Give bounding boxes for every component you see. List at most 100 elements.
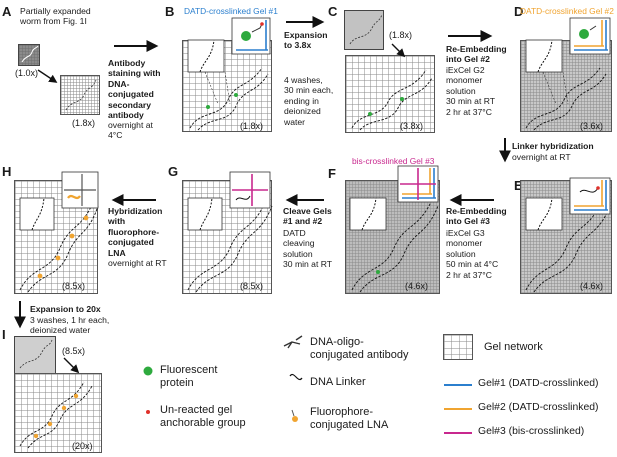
panel-a-caption: Partially expanded worm from Fig. 1I bbox=[20, 6, 91, 27]
step-ef-line5: solution bbox=[446, 248, 476, 259]
panel-b-worm bbox=[189, 67, 269, 131]
step-cd-line4: monomer bbox=[446, 75, 483, 86]
step-bc-line2: to 3.8x bbox=[284, 40, 312, 51]
panel-e-inset-worm bbox=[537, 197, 553, 231]
panel-d-zoom-lines bbox=[542, 71, 569, 105]
panel-h-inset-left bbox=[19, 197, 55, 231]
legend-fluorescent-protein-dot bbox=[143, 366, 153, 376]
step-gh-line4: conjugated bbox=[108, 237, 154, 248]
panel-d-inset-gel2 bbox=[574, 20, 604, 47]
panel-h-lna-marks bbox=[37, 215, 89, 279]
step-fg-line3: DATD bbox=[283, 228, 306, 238]
panel-g-inset-worm bbox=[199, 197, 213, 231]
panel-e-inset-gel1 bbox=[574, 180, 608, 211]
panel-a-caption-line2: worm from Fig. 1I bbox=[20, 16, 87, 27]
panel-g-worm bbox=[187, 199, 273, 293]
legend-dna-oligo-label: DNA-oligo- conjugated antibody bbox=[310, 336, 408, 362]
panel-a-mag-18x: (1.8x) bbox=[72, 118, 96, 128]
legend-gel-network-label: Gel network bbox=[484, 341, 543, 353]
step-bc-line6: deionized bbox=[284, 106, 321, 117]
panel-a-mag-1x: (1.0x) bbox=[15, 68, 39, 78]
step-fg-line6: 30 min at RT bbox=[283, 259, 333, 270]
panel-c-worm bbox=[351, 69, 433, 131]
step-ab-line1: Antibody bbox=[108, 58, 146, 68]
step-ef-line3: iExCel G3 bbox=[446, 228, 485, 238]
panel-letter-d: D bbox=[514, 4, 524, 19]
panel-i-lna-marks bbox=[33, 393, 79, 439]
panel-b-mag: (1.8x) bbox=[240, 121, 264, 131]
legend-dna-oligo-line2: conjugated antibody bbox=[310, 349, 409, 361]
step-gh-line3: fluorophore- bbox=[108, 226, 160, 237]
panel-d-inset-protein bbox=[579, 29, 589, 39]
panel-b-zoom-lines bbox=[204, 71, 231, 105]
step-bc-line1: Expansion bbox=[284, 30, 328, 40]
panel-e-inset-linker bbox=[579, 187, 599, 193]
panel-c-gel-network bbox=[345, 55, 435, 133]
panel-b-inset-protein bbox=[241, 31, 251, 41]
step-de-conditions: overnight at RT bbox=[512, 152, 571, 162]
step-fg-line4: cleaving bbox=[283, 238, 315, 249]
panel-a-worm bbox=[65, 79, 97, 111]
panel-e-mag: (4.6x) bbox=[580, 281, 604, 291]
legend-gel1-label: Gel#1 (DATD-crosslinked) bbox=[478, 378, 599, 389]
panel-h-mag: (8.5x) bbox=[62, 281, 86, 291]
panel-letter-i: I bbox=[2, 327, 6, 342]
step-cd-line5: solution bbox=[446, 85, 476, 96]
panel-i-worm bbox=[19, 381, 93, 449]
panel-b-dot bbox=[206, 105, 210, 109]
legend-gel3-label: Gel#3 (bis-crosslinked) bbox=[478, 426, 585, 437]
step-gh-line2: with bbox=[108, 216, 126, 227]
panel-h-inset-gel3 bbox=[64, 174, 96, 206]
panel-f-inset-gel1 bbox=[402, 168, 436, 199]
panel-i-gel-network bbox=[14, 373, 102, 453]
step-ab-conditions: overnight at 4°C bbox=[108, 120, 153, 141]
panel-d-inset-gel1 bbox=[574, 20, 608, 51]
panel-d-header: DATD-crosslinked Gel #2 bbox=[520, 6, 614, 16]
step-fg-conditions: DATD cleaving solution 30 min at RT bbox=[283, 228, 332, 270]
legend-lna-label: Fluorophore- conjugated LNA bbox=[310, 406, 388, 432]
panel-b-header: DATD-crosslinked Gel #1 bbox=[184, 6, 278, 16]
step-cd-line2: into Gel #2 bbox=[446, 54, 490, 65]
panel-b-inset-gel1 bbox=[236, 20, 268, 51]
step-ef-conditions: iExCel G3 monomer solution 50 min at 4°C… bbox=[446, 228, 498, 280]
panel-f-inset-gel2 bbox=[402, 168, 432, 195]
panel-e-inset-gel2 bbox=[574, 180, 604, 207]
step-ab-line6: antibody bbox=[108, 110, 144, 121]
legend-antibody-icon bbox=[283, 335, 303, 349]
step-fg-line2: #1 and #2 bbox=[283, 216, 323, 227]
step-ef-title: Re-Embedding into Gel #3 bbox=[446, 206, 507, 227]
panel-a-thumb-worm bbox=[21, 45, 39, 63]
panel-g-inset-left bbox=[187, 197, 223, 231]
step-gh-line5: LNA bbox=[108, 247, 126, 258]
panel-f-inset-left bbox=[349, 197, 387, 231]
step-bc-line7: water bbox=[284, 116, 306, 127]
step-cd-line3: iExCel G2 bbox=[446, 65, 485, 75]
legend-fluor-line2: protein bbox=[160, 377, 194, 389]
panel-d-inset-worm bbox=[537, 39, 553, 73]
step-ab-text: Antibody staining with DNA- conjugated s… bbox=[108, 58, 161, 120]
step-bc-line3: 4 washes, bbox=[284, 75, 323, 85]
panel-e-inset-right bbox=[569, 177, 611, 215]
panel-i-thumb-worm bbox=[19, 339, 53, 369]
legend-lna-line2: conjugated LNA bbox=[310, 419, 389, 431]
panel-i-arrow bbox=[63, 357, 80, 374]
step-ab-line3: DNA- bbox=[108, 78, 130, 89]
panel-f-dot bbox=[376, 270, 380, 274]
legend-unreacted-line1: Un-reacted gel bbox=[160, 404, 233, 416]
panel-c-thumb-worm bbox=[349, 13, 383, 45]
legend-unreacted-line2: anchorable group bbox=[160, 417, 246, 429]
step-cd-line7: 2 hr at 37°C bbox=[446, 106, 492, 117]
panel-i-mag: (20x) bbox=[72, 441, 93, 451]
step-ef-line4: monomer bbox=[446, 238, 483, 249]
panel-g-mag: (8.5x) bbox=[240, 281, 264, 291]
panel-c-arrow bbox=[391, 43, 406, 58]
step-bc-title: Expansion to 3.8x bbox=[284, 30, 327, 51]
step-ab-line7: overnight at bbox=[108, 120, 153, 130]
panel-h-inset-lna bbox=[67, 194, 81, 200]
panel-letter-a: A bbox=[2, 4, 12, 19]
step-cd-title: Re-Embedding into Gel #2 bbox=[446, 44, 507, 65]
panel-b-dot bbox=[234, 93, 238, 97]
step-hi-conditions: 3 washes, 1 hr each, deionized water bbox=[30, 315, 109, 336]
step-ab-line2: staining with bbox=[108, 68, 161, 79]
